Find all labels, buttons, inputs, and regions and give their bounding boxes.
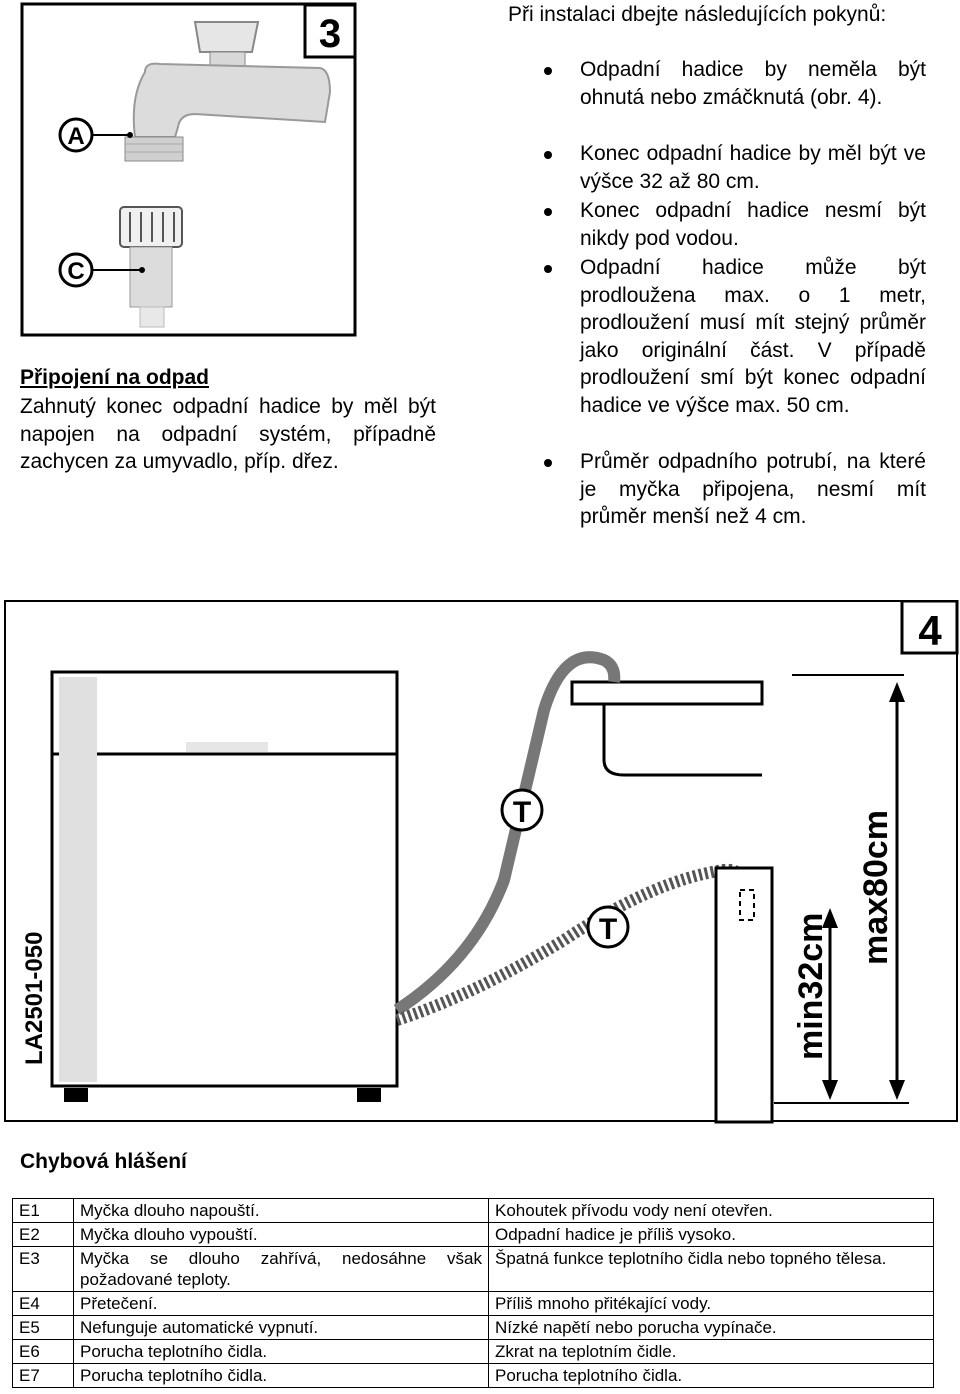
error-code: E2 [12, 1222, 74, 1247]
instruction-item-5: Průměr odpadního potrubí, na které je my… [580, 450, 926, 528]
error-cause: Špatná funkce teplotního čidla nebo topn… [488, 1246, 934, 1292]
error-cause: Porucha teplotního čidla. [488, 1363, 934, 1388]
error-desc: Myčka se dlouho zahřívá, nedosáhne však … [73, 1246, 489, 1292]
error-code: E7 [12, 1363, 74, 1388]
error-code: E1 [12, 1198, 74, 1223]
error-cause: Nízké napětí nebo porucha vypínače. [488, 1315, 934, 1340]
drain-text: Zahnutý konec odpadní hadice by měl být … [20, 395, 436, 473]
instruction-item-1: Odpadní hadice by neměla být ohnutá nebo… [580, 58, 926, 109]
errors-title: Chybová hlášení [20, 1150, 187, 1173]
figure-4-drawing: 4 LA2501-050 T T min32cm max80 [4, 599, 959, 1124]
error-desc: Přetečení. [73, 1291, 489, 1316]
error-desc: Nefunguje automatické vypnutí. [73, 1315, 489, 1340]
bullet-2 [544, 151, 552, 159]
bullet-3 [544, 208, 552, 216]
max-height-label: max80cm [857, 810, 895, 965]
error-desc: Porucha teplotního čidla. [73, 1363, 489, 1388]
bullet-1 [544, 67, 552, 75]
bullet-4 [544, 265, 552, 273]
figure-4: 4 LA2501-050 T T min32cm max80 [4, 599, 960, 1124]
figure-4-number: 4 [918, 607, 942, 654]
bullet-5 [544, 459, 552, 467]
error-cause: Příliš mnoho přitékající vody. [488, 1291, 934, 1316]
instructions-intro: Při instalaci dbejte následujících pokyn… [508, 3, 887, 26]
figure-3-number: 3 [319, 12, 341, 56]
error-code: E3 [12, 1246, 74, 1292]
marker-t-lower: T [599, 913, 617, 946]
label-a: A [67, 123, 84, 150]
figure-code: LA2501-050 [21, 932, 48, 1065]
figure-3-drawing: 3 A C [20, 2, 357, 337]
error-cause: Odpadní hadice je příliš vysoko. [488, 1222, 934, 1247]
figure-3: 3 A C [20, 2, 358, 338]
drain-title: Připojení na odpad [20, 366, 210, 389]
error-desc: Porucha teplotního čidla. [73, 1339, 489, 1364]
instruction-item-4: Odpadní hadice může být prodloužena max.… [580, 256, 926, 417]
min-height-label: min32cm [792, 913, 830, 1060]
label-c: C [67, 258, 84, 285]
error-code: E5 [12, 1315, 74, 1340]
error-code: E6 [12, 1339, 74, 1364]
error-code: E4 [12, 1291, 74, 1316]
error-desc: Myčka dlouho napouští. [73, 1198, 489, 1223]
marker-t-upper: T [513, 796, 531, 829]
error-desc: Myčka dlouho vypouští. [73, 1222, 489, 1247]
instruction-item-3: Konec odpadní hadice nesmí být nikdy pod… [580, 199, 926, 250]
error-cause: Kohoutek přívodu vody není otevřen. [488, 1198, 934, 1223]
error-cause: Zkrat na teplotním čidle. [488, 1339, 934, 1364]
instruction-item-2: Konec odpadní hadice by měl být ve výšce… [580, 142, 926, 193]
